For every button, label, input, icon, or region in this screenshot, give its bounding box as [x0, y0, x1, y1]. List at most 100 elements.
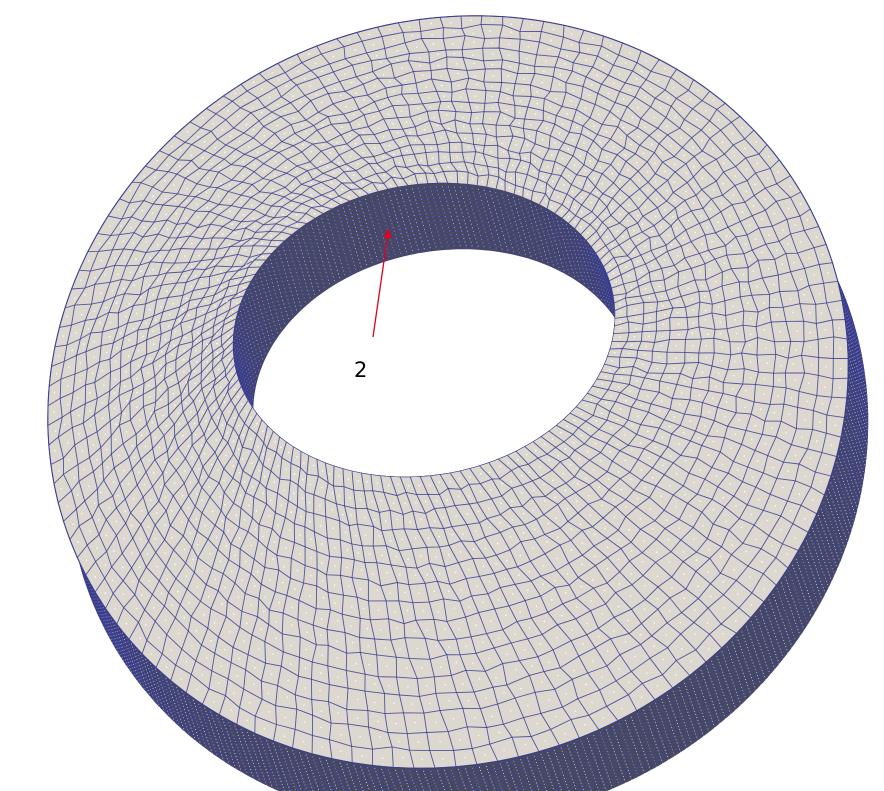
top-face-node — [186, 188, 189, 190]
inner-wall-vertical-edge — [564, 220, 585, 287]
top-face-node — [427, 537, 430, 539]
top-face-node — [464, 756, 467, 759]
top-face-node — [801, 436, 803, 438]
top-face-node — [583, 142, 585, 144]
top-face-node — [506, 97, 509, 100]
top-face-node — [256, 423, 258, 425]
top-face-node — [480, 168, 482, 171]
inner-wall-vertical-edge — [292, 234, 313, 301]
top-face-radial-edge — [581, 399, 825, 496]
top-face-node — [218, 377, 221, 379]
top-face-node — [636, 380, 638, 382]
top-face-node — [319, 634, 322, 636]
top-face-radial-edge — [155, 412, 258, 668]
top-face-node — [684, 380, 686, 383]
top-face-radial-edge — [174, 135, 333, 210]
top-face-node — [675, 473, 678, 475]
top-face-node — [271, 142, 273, 144]
top-face-node — [465, 645, 467, 647]
top-face-node — [263, 169, 266, 172]
top-face-node — [482, 601, 484, 604]
top-face-radial-edge — [141, 406, 253, 654]
top-face-node — [813, 274, 815, 276]
top-face-node — [619, 297, 621, 300]
inner-wall-vertical-edge — [296, 230, 318, 298]
top-face-node — [319, 161, 322, 163]
outer-wall-vertical-edge — [99, 600, 121, 657]
top-face-node — [580, 225, 582, 228]
top-face-node — [501, 482, 503, 485]
top-face-radial-edge — [439, 474, 580, 739]
top-face-node — [104, 433, 107, 436]
top-face-node — [567, 148, 570, 150]
top-face-node — [66, 404, 69, 406]
outer-wall-vertical-edge — [701, 665, 723, 722]
top-face-node — [296, 224, 298, 226]
top-face-node — [274, 175, 276, 177]
top-face-node — [338, 162, 340, 164]
top-face-node — [646, 672, 648, 674]
top-face-node — [321, 207, 323, 210]
outer-wall-vertical-edge — [846, 402, 867, 459]
top-face-node — [699, 500, 701, 503]
top-face-node — [395, 555, 397, 558]
top-face-node — [285, 468, 287, 470]
top-face-node — [334, 584, 336, 586]
top-face-node — [627, 619, 629, 622]
top-face-node — [771, 545, 773, 548]
top-face-node — [257, 445, 259, 448]
top-face-node — [731, 132, 734, 135]
inner-wall-vertical-edge — [454, 183, 475, 250]
top-face-node — [383, 174, 385, 177]
top-face-node — [640, 271, 642, 274]
inner-wall-vertical-edge — [240, 304, 261, 371]
top-face-node — [273, 481, 276, 483]
top-face-node — [651, 264, 654, 267]
top-face-node — [99, 475, 101, 477]
outer-wall-vertical-edge — [846, 338, 868, 396]
outer-wall-vertical-edge — [198, 701, 219, 758]
top-face-node — [135, 258, 137, 261]
top-face-node — [219, 560, 222, 563]
top-face-node — [635, 161, 638, 164]
top-face-node — [205, 350, 207, 353]
top-face-node — [189, 481, 192, 484]
inner-wall-vertical-edge — [580, 234, 601, 301]
top-face-node — [283, 489, 285, 491]
top-face-node — [836, 405, 838, 408]
top-face-node — [476, 117, 478, 119]
top-face-node — [191, 265, 193, 268]
top-face-node — [472, 548, 475, 551]
inner-wall-vertical-edge — [331, 209, 352, 276]
top-face-node — [749, 361, 752, 363]
top-face-radial-edge — [607, 356, 849, 380]
top-face-node — [156, 565, 159, 568]
outer-wall-vertical-edge — [663, 693, 685, 751]
top-face-node — [178, 319, 181, 321]
top-face-node — [593, 533, 596, 536]
outer-wall-vertical-edge — [518, 756, 539, 791]
top-face-node — [150, 653, 153, 655]
top-face-node — [357, 58, 360, 61]
top-face-node — [679, 621, 682, 624]
top-face-node — [618, 668, 620, 670]
top-face-node — [446, 499, 449, 501]
top-face-node — [795, 349, 797, 351]
inner-wall-vertical-edge — [431, 183, 453, 250]
top-face-node — [482, 565, 485, 567]
top-face-node — [329, 45, 332, 48]
top-face-node — [618, 180, 621, 183]
outer-wall-vertical-edge — [709, 658, 731, 715]
outer-wall-vertical-edge — [650, 702, 671, 759]
top-face-node — [443, 156, 446, 158]
top-face-node — [160, 486, 162, 488]
top-face-node — [243, 286, 245, 289]
top-face-node — [777, 395, 779, 397]
top-face-node — [216, 242, 219, 245]
top-face-node — [776, 313, 778, 316]
top-face-node — [280, 504, 283, 507]
top-face-node — [720, 202, 723, 205]
top-face-node — [532, 547, 534, 549]
top-face-node — [477, 510, 479, 513]
top-face-node — [173, 184, 175, 186]
